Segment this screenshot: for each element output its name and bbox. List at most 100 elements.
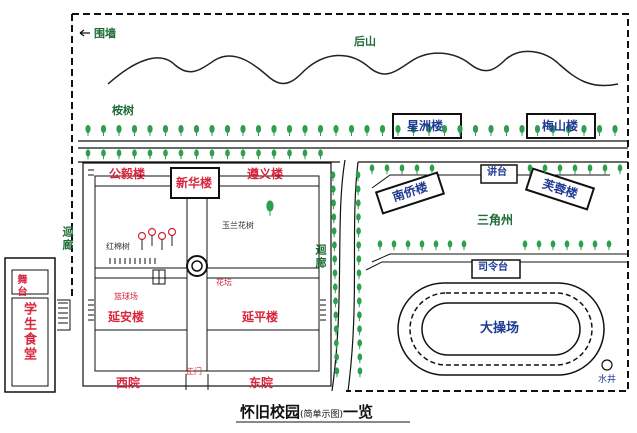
tree-icon <box>332 283 338 294</box>
flowerbed-label: 花坛 <box>216 278 232 287</box>
tree-icon <box>224 125 231 136</box>
tree-icon <box>194 149 199 160</box>
tree-icon <box>461 240 467 251</box>
tree-icon <box>302 125 308 136</box>
title-subtitle: (简单示图) <box>300 410 344 420</box>
title-main-b: 一览 <box>343 403 374 421</box>
tree-icon <box>357 339 363 350</box>
tree-icon <box>581 125 587 136</box>
tree-icon <box>333 325 339 336</box>
tree-icon <box>536 240 542 251</box>
tree-icon <box>357 367 363 378</box>
tree-icon <box>348 125 355 136</box>
tree-icon <box>399 164 405 175</box>
tree-icon <box>331 199 336 210</box>
tree-icon <box>271 125 277 136</box>
xingzhou-label: 星洲楼 <box>407 119 444 133</box>
tree-icon <box>542 164 548 175</box>
tree-icon <box>356 297 362 308</box>
tree-icon <box>332 269 338 280</box>
tree-icon <box>163 149 168 160</box>
corridor-left-label: 迴廊 <box>61 226 74 252</box>
tree-icon <box>356 213 361 224</box>
gongyi-label: 公毅楼 <box>109 167 146 181</box>
wall-label: 围墙 <box>94 27 116 40</box>
tree-icon <box>330 171 336 182</box>
tree-icon <box>209 125 215 136</box>
yanan-label: 延安楼 <box>108 310 145 324</box>
flower-tree-icon <box>157 231 167 250</box>
tree-icon <box>602 164 608 175</box>
tree-icon <box>85 125 91 136</box>
basketball-label: 篮球场 <box>114 292 138 301</box>
tree-icon <box>330 185 336 196</box>
kapok-label: 红棉树 <box>106 242 130 251</box>
cherry-trees-label: 桉树 <box>112 104 134 117</box>
tree-icon <box>377 240 383 251</box>
tree-icon <box>578 240 584 251</box>
tree-icon <box>334 353 339 364</box>
tree-icon <box>225 149 230 160</box>
title-main-a: 怀旧校园 <box>240 403 301 421</box>
tree-icon <box>612 125 618 136</box>
tree-row <box>85 125 623 378</box>
tree-icon <box>550 240 556 251</box>
nanqiao-building <box>374 171 446 215</box>
tree-icon <box>447 240 453 251</box>
east-yard-label: 东院 <box>249 376 274 390</box>
xingzhou-building <box>392 113 462 139</box>
xinhua-building <box>170 167 220 199</box>
tree-icon <box>209 149 215 160</box>
meishan-label: 梅山楼 <box>542 119 579 133</box>
tree-icon <box>357 311 362 322</box>
tree-icon <box>116 125 122 136</box>
tree-icon <box>564 240 570 251</box>
tree-icon <box>334 367 340 378</box>
well-label: 水井 <box>598 375 617 385</box>
tree-icon <box>550 125 556 136</box>
tree-icon <box>441 125 448 136</box>
west-yard-label: 西院 <box>116 376 141 390</box>
stage-label: 舞台 <box>15 274 26 298</box>
tree-icon <box>364 125 370 136</box>
xinhua-label: 新华楼 <box>176 176 213 190</box>
tree-icon <box>522 240 528 251</box>
tree-icon <box>565 125 572 136</box>
tree-icon <box>266 200 274 216</box>
podium-label: 讲台 <box>487 167 507 178</box>
tree-icon <box>617 164 623 175</box>
tree-icon <box>271 149 277 160</box>
flower-tree-icon <box>147 227 157 246</box>
tree-icon <box>433 240 439 251</box>
tree-icon <box>162 125 169 136</box>
tree-icon <box>317 125 324 136</box>
tree-icon <box>255 125 262 136</box>
tree-icon <box>379 125 386 136</box>
tree-icon <box>331 227 337 238</box>
tree-icon <box>100 125 107 136</box>
podium-box <box>480 164 518 184</box>
tree-icon <box>357 325 362 336</box>
back-mountain-outline <box>107 50 619 87</box>
tree-icon <box>472 125 479 136</box>
tree-icon <box>356 255 362 266</box>
magnolia-label: 玉兰花树 <box>222 221 254 230</box>
flower-tree-icon <box>137 231 147 250</box>
tree-icon <box>414 164 420 175</box>
tree-icon <box>488 125 494 136</box>
tree-icon <box>557 164 563 175</box>
tree-icon <box>334 339 339 350</box>
tree-icon <box>592 240 598 251</box>
tree-icon <box>384 164 390 175</box>
tree-icon <box>405 240 411 251</box>
tree-icon <box>85 149 91 160</box>
back-mountain-label: 后山 <box>354 35 376 48</box>
map-title: 怀旧校园(简单示图)一览 <box>240 405 373 420</box>
tree-icon <box>426 125 432 136</box>
tree-icon <box>333 297 338 308</box>
corridor-right-label: 迴廊 <box>314 244 327 270</box>
tree-icon <box>534 125 541 136</box>
tree-icon <box>356 283 362 294</box>
tree-icon <box>333 311 339 322</box>
